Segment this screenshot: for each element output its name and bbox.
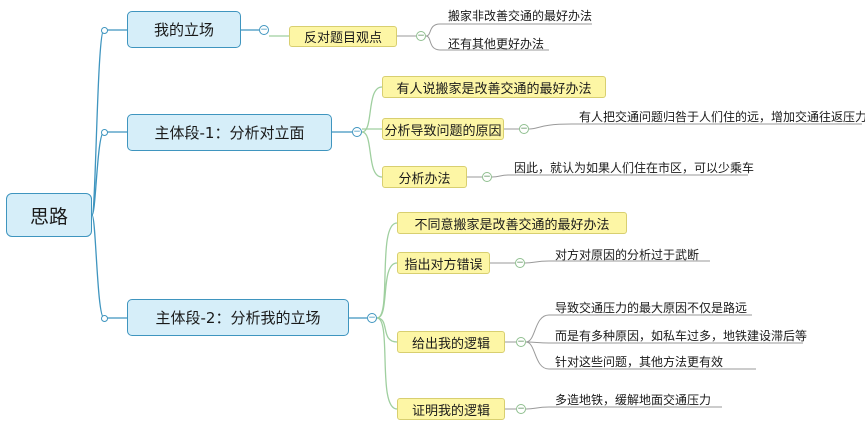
sub-node-label: 反对题目观点 (303, 31, 382, 46)
leaf-text: 对方对原因的分析过于武断 (555, 248, 700, 262)
collapse-toggle-icon[interactable]: − (416, 31, 426, 41)
sub-node-oppose-topic[interactable]: 反对题目观点 (289, 26, 397, 47)
branch-dot-1 (101, 27, 108, 34)
collapse-toggle-icon[interactable]: − (516, 404, 526, 414)
root-node[interactable]: 思路 (6, 193, 92, 237)
main-node-body-2[interactable]: 主体段-2：分析我的立场 (127, 299, 349, 336)
sub-node-label: 给出我的逻辑 (411, 336, 490, 352)
sub-node-claim[interactable]: 有人说搬家是改善交通的最好办法 (382, 76, 606, 98)
sub-node-label: 有人说搬家是改善交通的最好办法 (396, 81, 592, 97)
collapse-toggle-icon[interactable]: − (515, 258, 525, 268)
branch-dot-3 (101, 315, 108, 322)
leaf-text: 有人把交通问题归咎于人们住的远，增加交通往返压力 (579, 110, 865, 124)
sub-node-label: 指出对方错误 (404, 257, 483, 273)
leaf-text: 搬家非改善交通的最好办法 (448, 9, 593, 23)
sub-node-analyze-solution[interactable]: 分析办法 (382, 166, 467, 188)
collapse-toggle-icon[interactable]: − (259, 25, 269, 35)
leaf-text: 而是有多种原因，如私车过多，地铁建设滞后等 (555, 329, 808, 343)
sub-node-label: 不同意搬家是改善交通的最好办法 (414, 217, 610, 233)
main-node-body-1[interactable]: 主体段-1：分析对立面 (127, 114, 332, 151)
leaf-text: 导致交通压力的最大原因不仅是路远 (555, 301, 748, 315)
main-node-my-stance[interactable]: 我的立场 (127, 11, 241, 48)
sub-node-point-error[interactable]: 指出对方错误 (397, 252, 490, 274)
sub-node-analyze-cause[interactable]: 分析导致问题的原因 (382, 118, 504, 140)
main-node-label: 我的立场 (153, 21, 214, 39)
collapse-toggle-icon[interactable]: − (367, 313, 377, 323)
collapse-toggle-icon[interactable]: − (519, 124, 529, 134)
main-node-label: 主体段-1：分析对立面 (154, 124, 305, 142)
leaf-text: 针对这些问题，其他方法更有效 (555, 355, 724, 369)
leaf-text: 因此，就认为如果人们住在市区，可以少乘车 (514, 161, 755, 175)
leaf-text: 多造地铁，缓解地面交通压力 (555, 393, 712, 407)
sub-node-label: 分析导致问题的原因 (384, 123, 502, 139)
sub-node-label: 证明我的逻辑 (411, 403, 490, 419)
collapse-toggle-icon[interactable]: − (482, 172, 492, 182)
sub-node-my-logic[interactable]: 给出我的逻辑 (397, 331, 505, 353)
sub-node-label: 分析办法 (398, 171, 451, 187)
branch-dot-2 (101, 129, 108, 136)
sub-node-prove-logic[interactable]: 证明我的逻辑 (397, 398, 505, 420)
sub-node-disagree[interactable]: 不同意搬家是改善交通的最好办法 (397, 212, 627, 234)
root-label: 思路 (29, 205, 68, 228)
collapse-toggle-icon[interactable]: − (516, 337, 526, 347)
collapse-toggle-icon[interactable]: − (352, 127, 362, 137)
main-node-label: 主体段-2：分析我的立场 (155, 309, 321, 327)
leaf-text: 还有其他更好办法 (448, 37, 545, 51)
